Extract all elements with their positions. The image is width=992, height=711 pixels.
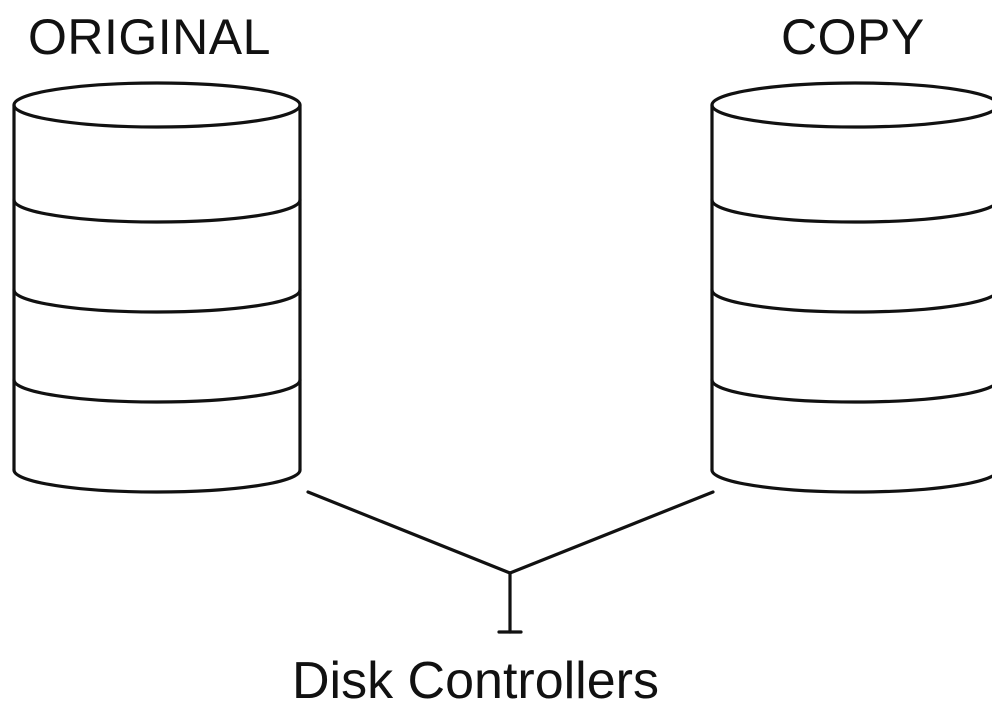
connector-line-original	[306, 490, 512, 575]
copy-disk-stack	[710, 81, 992, 494]
copy-label: COPY	[781, 9, 925, 65]
original-disk-top	[12, 81, 302, 129]
copy-disk-divider-1	[710, 198, 992, 224]
copy-disk-divider-2	[710, 288, 992, 314]
copy-disk-top	[710, 81, 992, 129]
copy-disk-bottom	[710, 468, 992, 494]
copy-disk-divider-3	[710, 378, 992, 404]
connector-line-copy	[508, 490, 715, 575]
original-disk-divider-3	[12, 378, 302, 404]
original-label: ORIGINAL	[28, 9, 271, 65]
controller-connector	[306, 490, 715, 634]
original-disk-divider-2	[12, 288, 302, 314]
original-disk-divider-1	[12, 198, 302, 224]
original-disk-stack	[12, 81, 302, 494]
disk-controllers-label: Disk Controllers	[292, 652, 659, 710]
original-disk-bottom	[12, 468, 302, 494]
